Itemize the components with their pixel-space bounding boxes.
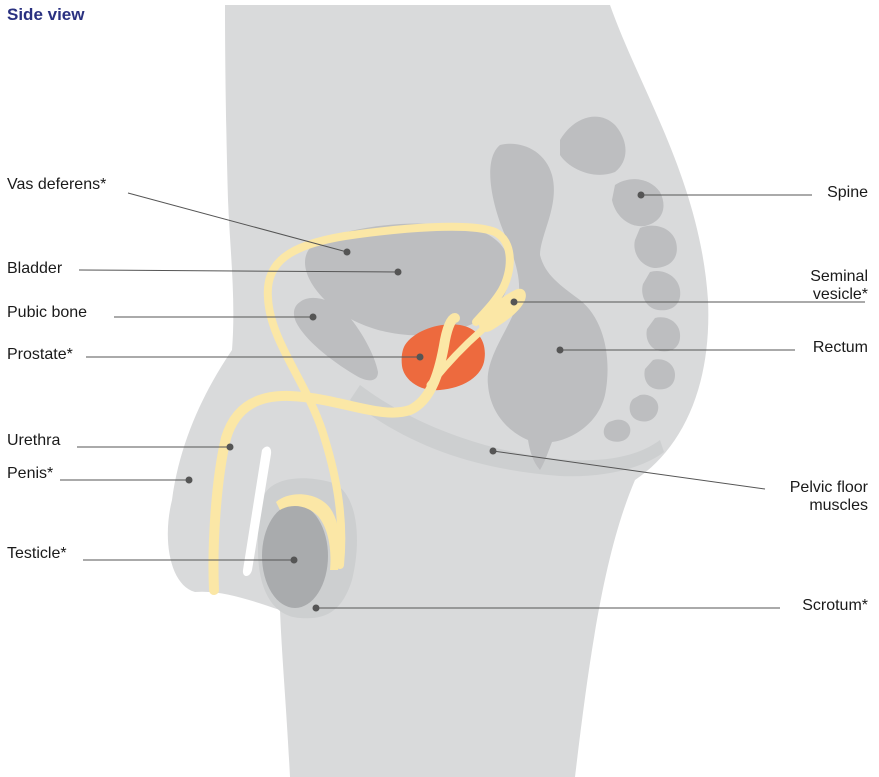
label-pubic-bone: Pubic bone — [7, 304, 87, 322]
label-pelvic-floor: Pelvic floor muscles — [790, 479, 868, 515]
label-rectum: Rectum — [813, 339, 868, 357]
vertebra — [630, 395, 659, 422]
dot-bladder — [395, 269, 402, 276]
dot-scrotum — [313, 605, 320, 612]
dot-prostate — [417, 354, 424, 361]
label-pelvic-floor-line1: Pelvic floor — [790, 479, 868, 497]
label-spine: Spine — [827, 184, 868, 202]
label-seminal-vesicle: Seminal vesicle* — [810, 268, 868, 304]
dot-rectum — [557, 347, 564, 354]
label-bladder: Bladder — [7, 260, 62, 278]
testicle — [262, 504, 328, 608]
dot-pelvic-floor — [490, 448, 497, 455]
label-prostate: Prostate* — [7, 346, 73, 364]
dot-spine — [638, 192, 645, 199]
dot-vas-deferens — [344, 249, 351, 256]
label-pelvic-floor-line2: muscles — [790, 497, 868, 515]
label-seminal-vesicle-line2: vesicle* — [810, 286, 868, 304]
label-penis: Penis* — [7, 465, 53, 483]
dot-penis — [186, 477, 193, 484]
dot-urethra — [227, 444, 234, 451]
label-vas-deferens: Vas deferens* — [7, 176, 106, 194]
body-silhouette — [168, 5, 709, 777]
dot-testicle — [291, 557, 298, 564]
dot-seminal-vesicle — [511, 299, 518, 306]
dot-pubic-bone — [310, 314, 317, 321]
label-testicle: Testicle* — [7, 545, 67, 563]
label-seminal-vesicle-line1: Seminal — [810, 268, 868, 286]
label-scrotum: Scrotum* — [802, 597, 868, 615]
label-urethra: Urethra — [7, 432, 60, 450]
